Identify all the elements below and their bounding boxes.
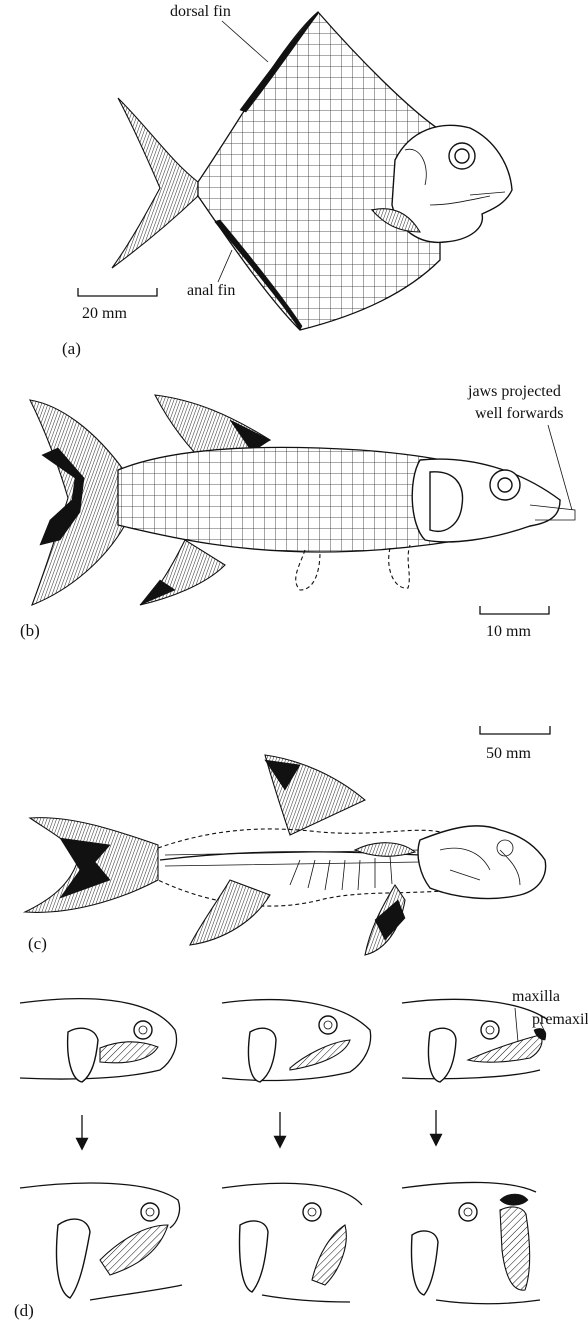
fish-a-drawing: [112, 12, 512, 330]
panel-d: maxilla premaxilla: [14, 988, 588, 1320]
panel-label-b: (b): [20, 621, 40, 640]
jaws-label-line2: well forwards: [475, 405, 563, 422]
panel-label-a: (a): [62, 339, 81, 358]
head-1-closed: [20, 999, 177, 1082]
scale-bar-b: [480, 606, 549, 614]
arrow-2: [274, 1112, 286, 1148]
dorsal-fin-leader: [222, 21, 268, 62]
scale-bar-a: [78, 288, 157, 296]
anal-fin-label: anal fin: [187, 282, 235, 299]
maxilla-label: maxilla: [512, 988, 560, 1005]
scale-label-c: 50 mm: [486, 745, 531, 762]
anal-fin-leader: [218, 250, 232, 282]
jaws-label-line1: jaws projected: [467, 383, 561, 400]
head-2-open: [222, 1183, 362, 1302]
scale-label-b: 10 mm: [486, 623, 531, 640]
fish-b-drawing: [30, 395, 575, 605]
premaxilla-label: premaxilla: [532, 1011, 588, 1028]
panel-label-d: (d): [14, 1301, 34, 1320]
head-3-open: [402, 1182, 540, 1303]
arrow-3: [430, 1110, 442, 1146]
panel-b: jaws projected well forwards (b) 10 mm: [20, 383, 575, 640]
arrow-1: [76, 1115, 88, 1150]
maxilla-leader: [515, 1008, 518, 1042]
panel-label-c: (c): [28, 934, 47, 953]
head-1-open: [20, 1183, 182, 1300]
head-2-closed: [222, 1000, 371, 1082]
fish-c-drawing: [25, 755, 546, 955]
scale-label-a: 20 mm: [82, 305, 127, 322]
dorsal-fin-label: dorsal fin: [170, 3, 231, 20]
scale-bar-c: [480, 726, 550, 734]
panel-a: dorsal fin anal fin 20 mm (a): [62, 3, 512, 358]
head-3-closed: [402, 999, 548, 1082]
panel-c: 50 mm (c): [25, 726, 550, 955]
